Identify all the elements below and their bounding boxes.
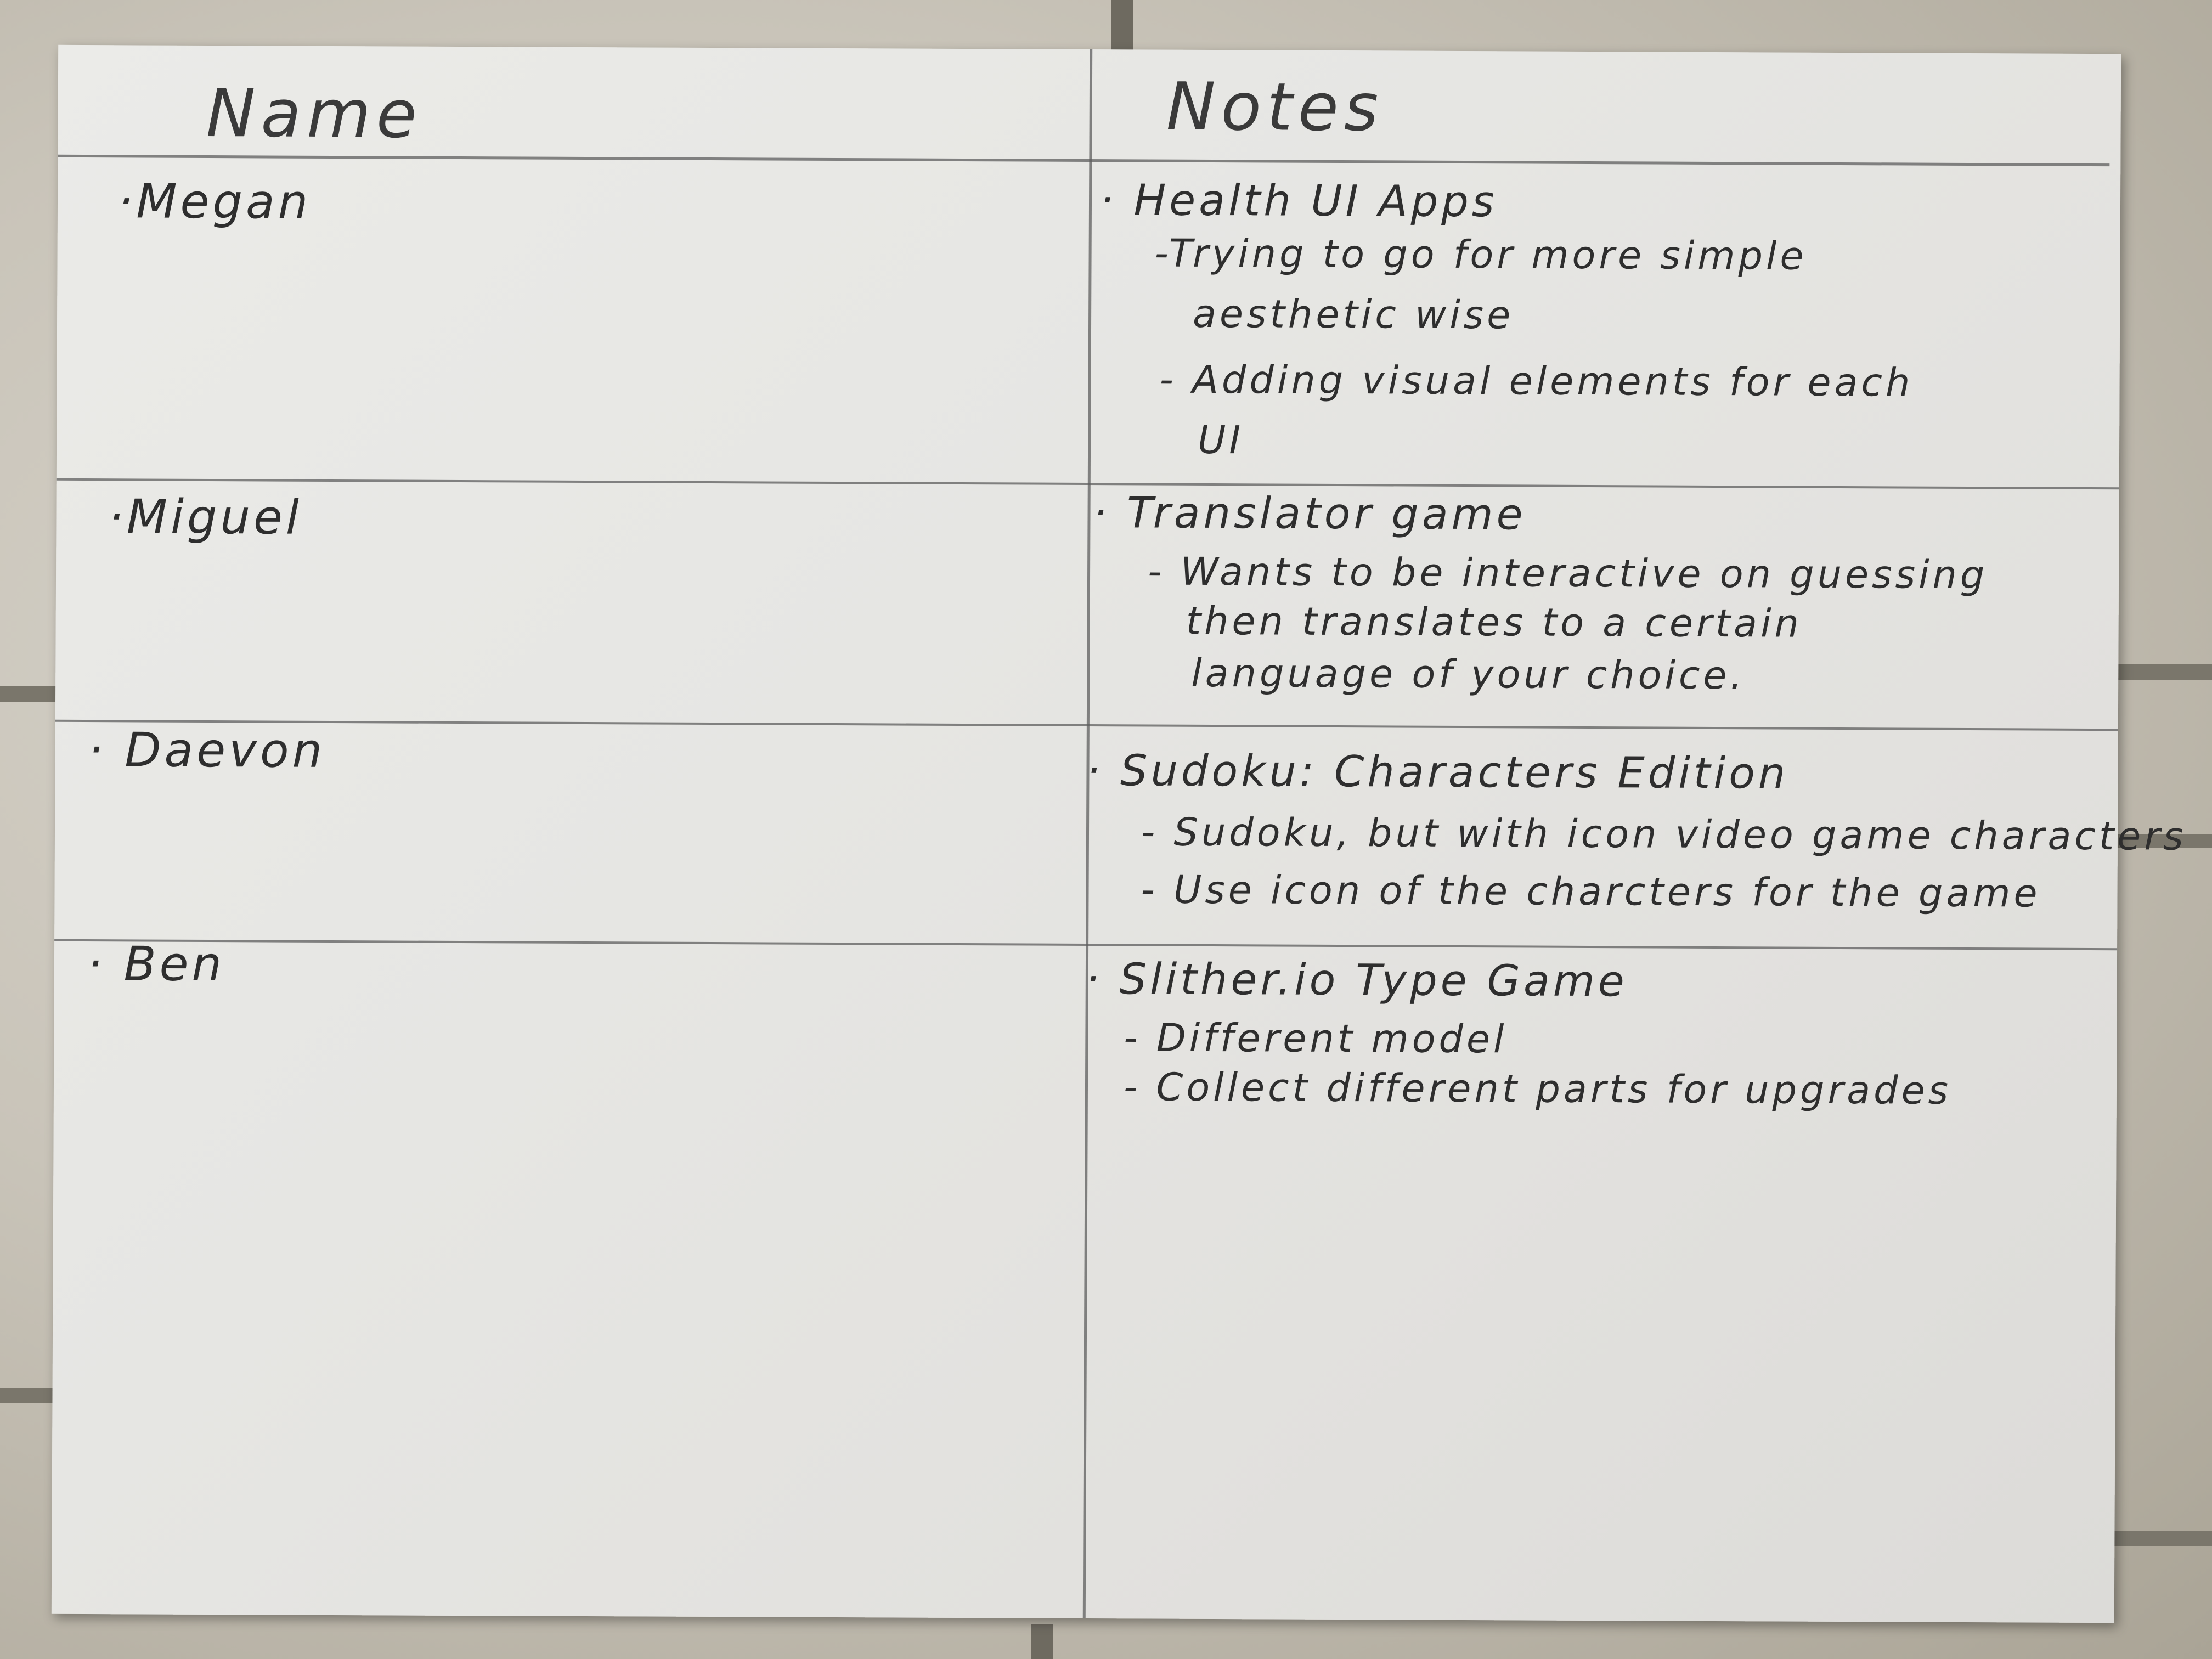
tile-grout — [1031, 1624, 1053, 1659]
row-note-line: - Use icon of the charcters for the game — [1141, 867, 2041, 916]
row-note-line: aesthetic wise — [1192, 291, 1514, 338]
row-note-line: - Adding visual elements for each — [1159, 357, 1914, 405]
paper-sheet: Name Notes ·Megan · Health UI Apps -Tryi… — [51, 44, 2187, 1623]
tile-grout — [2112, 834, 2212, 848]
row-note-title-4: · Slither.io Type Game — [1085, 954, 1628, 1007]
row-note-title-2: · Translator game — [1093, 488, 1526, 540]
row-note-line: -Trying to go for more simple — [1154, 230, 1807, 279]
tile-grout — [2112, 1531, 2212, 1546]
row-note-line: UI — [1197, 417, 1244, 463]
row-name-2: ·Miguel — [108, 489, 303, 545]
row-note-line: language of your choice. — [1191, 650, 1746, 698]
row-note-line: - Wants to be interactive on guessing — [1147, 549, 1988, 598]
row-note-line: - Sudoku, but with icon video game chara… — [1141, 809, 2187, 859]
notes-column-header: Notes — [1166, 69, 1384, 146]
header-rule — [58, 154, 2110, 167]
column-divider — [1082, 49, 1093, 1619]
row-note-line: - Collect different parts for upgrades — [1123, 1064, 1952, 1113]
row-name-1: ·Megan — [117, 174, 312, 230]
row-note-line: then translates to a certain — [1186, 598, 1803, 646]
tile-grout — [2112, 664, 2212, 680]
row-note-title-3: · Sudoku: Characters Edition — [1086, 746, 1789, 799]
name-column-header: Name — [206, 75, 423, 153]
row-name-4: · Ben — [87, 936, 225, 992]
row-name-3: · Daevon — [88, 723, 326, 778]
row-note-line: - Different model — [1124, 1015, 1508, 1062]
row-note-title-1: · Health UI Apps — [1099, 176, 1498, 227]
